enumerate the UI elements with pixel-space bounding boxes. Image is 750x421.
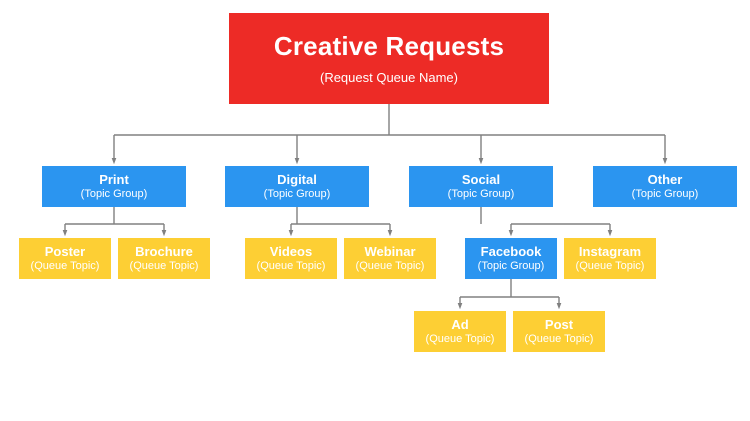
- node-subtitle: (Queue Topic): [425, 332, 495, 345]
- node-title: Poster: [44, 243, 86, 259]
- node-print[interactable]: Print (Topic Group): [42, 166, 186, 207]
- node-title: Videos: [269, 243, 313, 259]
- node-subtitle: (Queue Topic): [129, 259, 199, 272]
- node-digital[interactable]: Digital (Topic Group): [225, 166, 369, 207]
- node-title: Brochure: [135, 243, 193, 259]
- node-title: Post: [544, 316, 574, 332]
- node-title: Facebook: [480, 243, 542, 259]
- node-subtitle: (Queue Topic): [30, 259, 100, 272]
- node-webinar[interactable]: Webinar (Queue Topic): [344, 238, 436, 279]
- node-title: Other: [647, 171, 683, 187]
- node-subtitle: (Topic Group): [447, 187, 515, 200]
- node-instagram[interactable]: Instagram (Queue Topic): [564, 238, 656, 279]
- node-title: Digital: [277, 171, 317, 187]
- node-subtitle: (Topic Group): [631, 187, 699, 200]
- node-post[interactable]: Post (Queue Topic): [513, 311, 605, 352]
- node-title: Print: [99, 171, 129, 187]
- node-subtitle: (Queue Topic): [256, 259, 326, 272]
- node-subtitle: (Topic Group): [80, 187, 148, 200]
- node-title: Instagram: [578, 243, 642, 259]
- node-title: Webinar: [364, 243, 416, 259]
- node-title: Creative Requests: [273, 30, 505, 61]
- node-brochure[interactable]: Brochure (Queue Topic): [118, 238, 210, 279]
- node-subtitle: (Queue Topic): [575, 259, 645, 272]
- node-videos[interactable]: Videos (Queue Topic): [245, 238, 337, 279]
- node-poster[interactable]: Poster (Queue Topic): [19, 238, 111, 279]
- node-subtitle: (Request Queue Name): [319, 69, 458, 85]
- node-subtitle: (Queue Topic): [524, 332, 594, 345]
- node-social[interactable]: Social (Topic Group): [409, 166, 553, 207]
- node-title: Ad: [451, 316, 469, 332]
- node-facebook[interactable]: Facebook (Topic Group): [465, 238, 557, 279]
- node-title: Social: [461, 171, 501, 187]
- node-subtitle: (Queue Topic): [355, 259, 425, 272]
- node-subtitle: (Topic Group): [477, 259, 545, 272]
- node-creative-requests[interactable]: Creative Requests (Request Queue Name): [229, 13, 549, 104]
- node-other[interactable]: Other (Topic Group): [593, 166, 737, 207]
- node-ad[interactable]: Ad (Queue Topic): [414, 311, 506, 352]
- node-subtitle: (Topic Group): [263, 187, 331, 200]
